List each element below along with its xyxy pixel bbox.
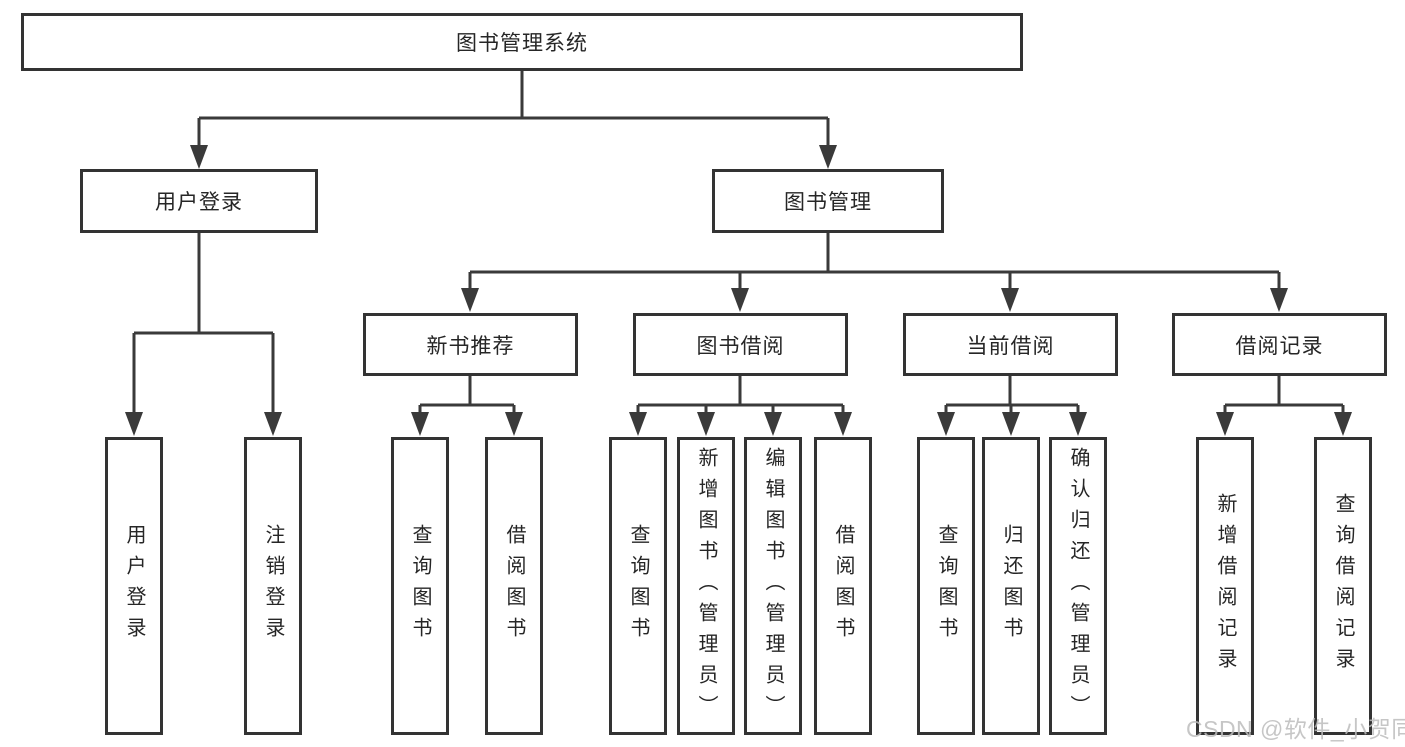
arrowhead-icon [1001, 288, 1019, 312]
arrowhead-icon [190, 145, 208, 169]
arrowhead-icon [125, 412, 143, 436]
arrowhead-icon [697, 412, 715, 436]
node-book-management: 图书管理 [712, 169, 944, 233]
arrowhead-icon [264, 412, 282, 436]
leaf-confirm-return-admin-label: 确认归还（管理员） [1067, 446, 1089, 726]
leaf-borrow-books-label: 借阅图书 [832, 524, 854, 648]
node-user-login-label: 用户登录 [155, 191, 243, 214]
connector-new-book-recommend-children [411, 376, 523, 436]
connector-user-login-children [125, 233, 282, 436]
arrowhead-icon [834, 412, 852, 436]
leaf-borrow-books: 借阅图书 [814, 437, 872, 735]
leaf-query-books-current-label: 查询图书 [935, 524, 957, 648]
arrowhead-icon [505, 412, 523, 436]
leaf-user-login-label: 用户登录 [123, 524, 145, 648]
leaf-user-login: 用户登录 [105, 437, 163, 735]
leaf-borrow-books-recommend-label: 借阅图书 [503, 524, 525, 648]
node-user-login: 用户登录 [80, 169, 318, 233]
arrowhead-icon [461, 288, 479, 312]
node-borrow-records-label: 借阅记录 [1235, 334, 1324, 358]
node-new-book-recommend: 新书推荐 [363, 313, 578, 376]
node-book-borrow: 图书借阅 [633, 313, 848, 376]
leaf-query-borrow-record: 查询借阅记录 [1314, 437, 1372, 735]
arrowhead-icon [819, 145, 837, 169]
leaf-add-book-admin-label: 新增图书（管理员） [695, 446, 717, 726]
arrowhead-icon [764, 412, 782, 436]
connector-book-borrow-children [629, 376, 852, 436]
arrowhead-icon [1216, 412, 1234, 436]
leaf-return-book: 归还图书 [982, 437, 1040, 735]
node-book-borrow-label: 图书借阅 [696, 334, 785, 358]
arrowhead-icon [731, 288, 749, 312]
arrowhead-icon [1002, 412, 1020, 436]
node-root: 图书管理系统 [21, 13, 1023, 71]
arrowhead-icon [1270, 288, 1288, 312]
node-book-management-label: 图书管理 [784, 191, 872, 214]
arrowhead-icon [937, 412, 955, 436]
arrowhead-icon [1334, 412, 1352, 436]
connector-current-borrow-children [937, 376, 1087, 436]
leaf-edit-book-admin-label: 编辑图书（管理员） [762, 446, 784, 726]
leaf-return-book-label: 归还图书 [1000, 524, 1022, 648]
leaf-query-books-recommend: 查询图书 [391, 437, 449, 735]
leaf-add-book-admin: 新增图书（管理员） [677, 437, 735, 735]
leaf-query-books-recommend-label: 查询图书 [409, 524, 431, 648]
leaf-logout-label: 注销登录 [262, 524, 284, 648]
leaf-add-borrow-record: 新增借阅记录 [1196, 437, 1254, 735]
arrowhead-icon [411, 412, 429, 436]
csdn-watermark: CSDN @软件_小贺同学 [1186, 716, 1405, 742]
node-current-borrow: 当前借阅 [903, 313, 1118, 376]
leaf-confirm-return-admin: 确认归还（管理员） [1049, 437, 1107, 735]
leaf-edit-book-admin: 编辑图书（管理员） [744, 437, 802, 735]
connector-book-management-children [461, 233, 1288, 312]
leaf-query-books-current: 查询图书 [917, 437, 975, 735]
leaf-logout: 注销登录 [244, 437, 302, 735]
leaf-query-books-borrow: 查询图书 [609, 437, 667, 735]
arrowhead-icon [629, 412, 647, 436]
node-borrow-records: 借阅记录 [1172, 313, 1387, 376]
leaf-borrow-books-recommend: 借阅图书 [485, 437, 543, 735]
leaf-query-books-borrow-label: 查询图书 [627, 524, 649, 648]
node-current-borrow-label: 当前借阅 [966, 334, 1055, 358]
node-new-book-recommend-label: 新书推荐 [426, 334, 515, 358]
leaf-query-borrow-record-label: 查询借阅记录 [1332, 493, 1354, 679]
arrowhead-icon [1069, 412, 1087, 436]
node-root-label: 图书管理系统 [456, 32, 588, 55]
connector-borrow-records-children [1216, 376, 1352, 436]
leaf-add-borrow-record-label: 新增借阅记录 [1214, 493, 1236, 679]
connector-root-to-level2 [190, 71, 837, 169]
